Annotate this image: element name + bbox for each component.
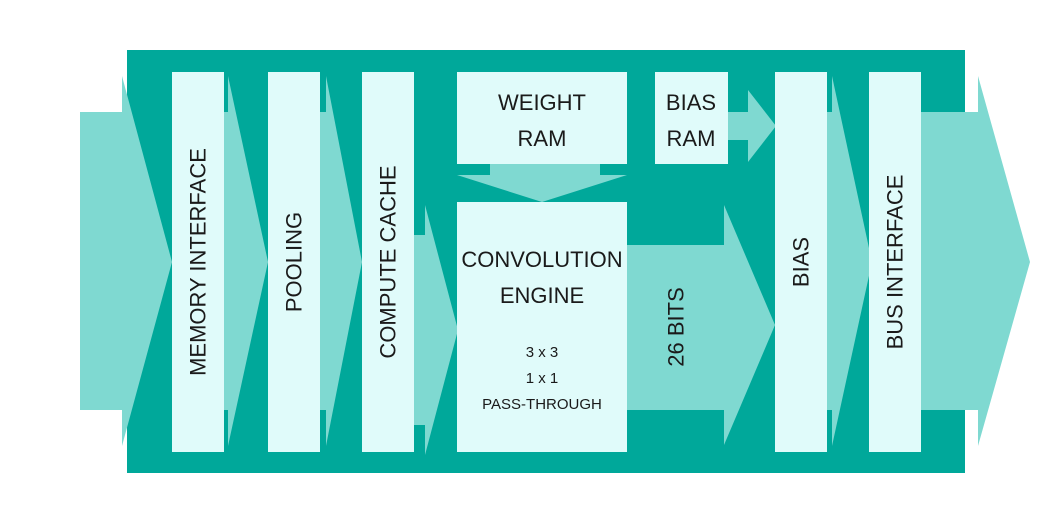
memory-interface-block [172, 72, 224, 452]
input-arrow [80, 76, 172, 446]
output-arrow [920, 76, 1030, 446]
bias-label: BIAS [789, 237, 814, 287]
compute-cache-label: COMPUTE CACHE [376, 165, 401, 358]
engine-input-arrow [413, 205, 458, 455]
conv-mode-3x3: 3 x 3 [526, 344, 559, 361]
convolution-engine-block [457, 202, 627, 452]
bus-interface-block [869, 72, 921, 452]
engine-output-arrow [627, 205, 775, 445]
bias-block [775, 72, 827, 452]
bias-ram-to-bias-arrow [728, 90, 776, 162]
bias-ram-label-line1: BIAS [666, 90, 716, 115]
bus-interface-label: BUS INTERFACE [883, 175, 908, 350]
weight-ram-label-line2: RAM [518, 126, 567, 151]
convolution-engine-label-line2: ENGINE [500, 283, 584, 308]
weight-to-engine-arrow [457, 164, 627, 202]
cache-input-arrow [318, 76, 362, 446]
pool-input-arrow [220, 76, 268, 446]
conv-mode-1x1: 1 x 1 [526, 370, 559, 387]
bus-width-label: 26 BITS [664, 287, 689, 366]
weight-ram-block [457, 72, 627, 164]
compute-cache-block [362, 72, 414, 452]
bias-output-arrow [826, 76, 872, 446]
pooling-label: POOLING [282, 212, 307, 312]
weight-ram-label-line1: WEIGHT [498, 90, 586, 115]
bias-ram-block [655, 72, 728, 164]
convolution-engine-label-line1: CONVOLUTION [461, 247, 622, 272]
pooling-block [268, 72, 320, 452]
bias-ram-label-line2: RAM [667, 126, 716, 151]
conv-mode-pass-through: PASS-THROUGH [482, 396, 602, 413]
memory-interface-label: MEMORY INTERFACE [186, 148, 211, 376]
